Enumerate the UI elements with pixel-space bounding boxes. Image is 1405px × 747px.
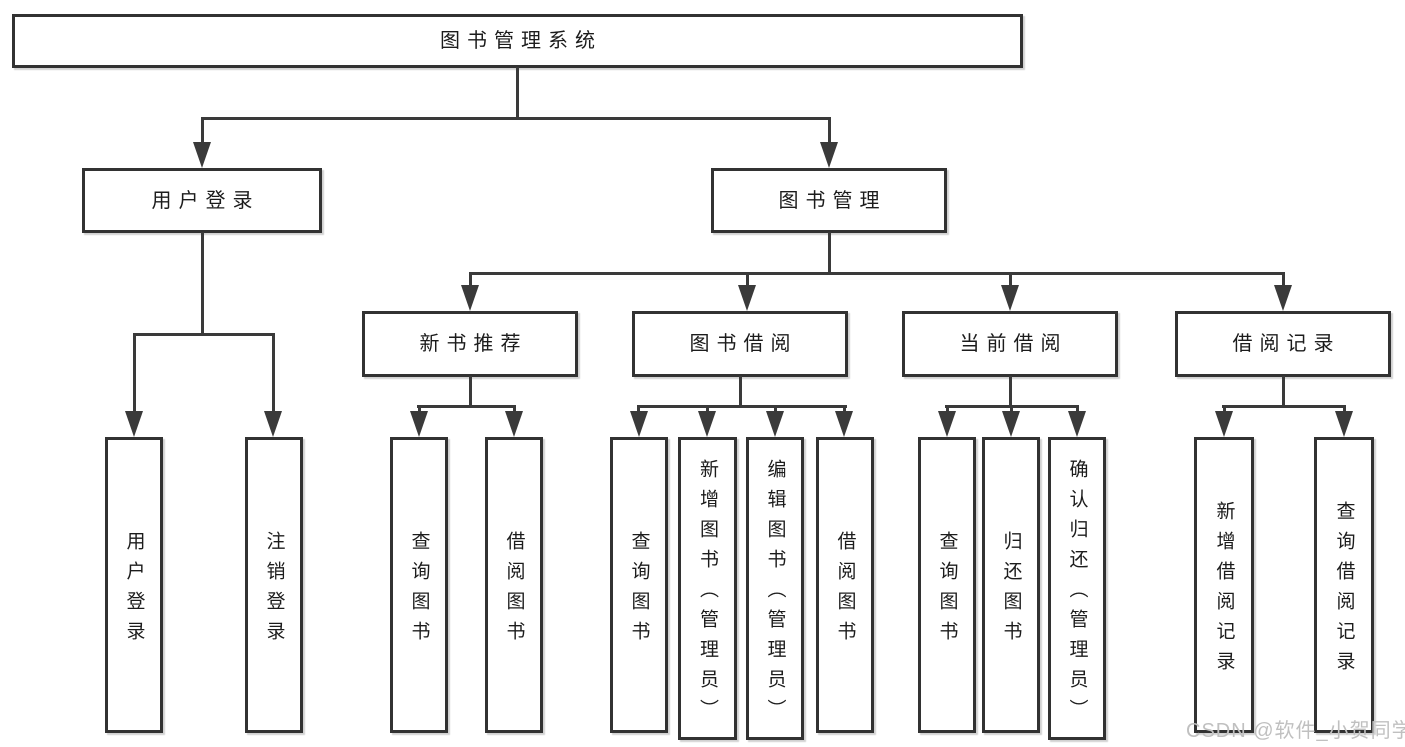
connector-line [945, 405, 1079, 408]
node-new-book-recommend: 新书推荐 [362, 311, 578, 377]
connector-line [133, 333, 275, 336]
arrowhead-icon [698, 411, 716, 437]
connector-line [1009, 274, 1012, 287]
node-root: 图书管理系统 [12, 14, 1023, 68]
connector-line [774, 407, 777, 413]
arrowhead-icon [630, 411, 648, 437]
leaf-confirm-return-admin: 确认归还（管理员） [1048, 437, 1106, 740]
node-user-login: 用户登录 [82, 168, 322, 233]
leaf-borrow-book-2-label: 借阅图书 [834, 530, 856, 651]
connector-line [417, 405, 516, 408]
connector-line [746, 274, 749, 287]
leaf-borrow-book-1: 借阅图书 [485, 437, 543, 733]
arrowhead-icon [738, 285, 756, 311]
node-root-label: 图书管理系统 [440, 30, 602, 52]
node-book-borrow-label: 图书借阅 [689, 333, 798, 355]
node-borrow-records-label: 借阅记录 [1232, 333, 1341, 355]
leaf-edit-book-admin-label: 编辑图书（管理员） [764, 459, 786, 729]
arrowhead-icon [938, 411, 956, 437]
node-user-login-label: 用户登录 [151, 189, 260, 212]
leaf-logout-label: 注销登录 [263, 530, 285, 651]
leaf-add-book-admin: 新增图书（管理员） [678, 437, 737, 740]
leaf-query-borrow-record: 查询借阅记录 [1314, 437, 1374, 733]
leaf-query-book-3: 查询图书 [918, 437, 976, 733]
leaf-query-book-1-label: 查询图书 [408, 530, 430, 651]
leaf-add-borrow-record-label: 新增借阅记录 [1213, 500, 1235, 681]
arrowhead-icon [1274, 285, 1292, 311]
connector-line [739, 376, 742, 407]
connector-line [1282, 376, 1285, 407]
leaf-borrow-book-2: 借阅图书 [816, 437, 874, 733]
node-current-borrow: 当前借阅 [902, 311, 1118, 377]
arrowhead-icon [410, 411, 428, 437]
leaf-add-book-admin-label: 新增图书（管理员） [697, 459, 718, 729]
connector-line [946, 407, 949, 413]
node-new-book-recommend-label: 新书推荐 [419, 333, 528, 355]
connector-line [828, 232, 831, 274]
connector-line [706, 407, 709, 413]
connector-line [201, 117, 831, 120]
arrowhead-icon [264, 411, 282, 437]
arrowhead-icon [193, 142, 211, 168]
connector-line [513, 407, 516, 413]
leaf-query-book-2-label: 查询图书 [628, 530, 650, 651]
arrowhead-icon [1215, 411, 1233, 437]
arrowhead-icon [1335, 411, 1353, 437]
connector-line [1223, 407, 1226, 413]
connector-line [418, 407, 421, 413]
connector-line [828, 119, 831, 145]
arrowhead-icon [461, 285, 479, 311]
leaf-return-book-label: 归还图书 [1000, 530, 1022, 651]
connector-line [1282, 274, 1285, 287]
leaf-query-book-2: 查询图书 [610, 437, 668, 733]
node-borrow-records: 借阅记录 [1175, 311, 1391, 377]
connector-line [637, 405, 847, 408]
node-book-management-label: 图书管理 [778, 189, 887, 212]
leaf-borrow-book-1-label: 借阅图书 [503, 530, 525, 651]
connector-line [1222, 405, 1346, 408]
connector-line [843, 407, 846, 413]
connector-line [469, 272, 1285, 275]
arrowhead-icon [505, 411, 523, 437]
connector-line [469, 376, 472, 407]
connector-line [1010, 407, 1013, 413]
connector-line [469, 274, 472, 287]
connector-line [201, 232, 204, 335]
connector-line [1343, 407, 1346, 413]
leaf-query-book-1: 查询图书 [390, 437, 448, 733]
arrowhead-icon [835, 411, 853, 437]
leaf-query-borrow-record-label: 查询借阅记录 [1333, 500, 1355, 681]
node-current-borrow-label: 当前借阅 [959, 333, 1068, 355]
connector-line [133, 335, 136, 413]
leaf-query-book-3-label: 查询图书 [936, 530, 958, 651]
arrowhead-icon [1001, 285, 1019, 311]
leaf-user-login: 用户登录 [105, 437, 163, 733]
connector-line [516, 67, 519, 118]
arrowhead-icon [1068, 411, 1086, 437]
connector-line [272, 335, 275, 413]
arrowhead-icon [766, 411, 784, 437]
leaf-edit-book-admin: 编辑图书（管理员） [746, 437, 804, 740]
arrowhead-icon [820, 142, 838, 168]
connector-line [1076, 407, 1079, 413]
leaf-return-book: 归还图书 [982, 437, 1040, 733]
leaf-confirm-return-admin-label: 确认归还（管理员） [1066, 459, 1088, 729]
node-book-management: 图书管理 [711, 168, 947, 233]
leaf-logout: 注销登录 [245, 437, 303, 733]
connector-line [637, 407, 640, 413]
connector-line [201, 119, 204, 145]
arrowhead-icon [1002, 411, 1020, 437]
leaf-user-login-label: 用户登录 [123, 530, 145, 651]
arrowhead-icon [125, 411, 143, 437]
leaf-add-borrow-record: 新增借阅记录 [1194, 437, 1254, 733]
connector-line [1009, 376, 1012, 407]
csdn-watermark: CSDN @软件_小贺同学 [1186, 720, 1405, 742]
node-book-borrow: 图书借阅 [632, 311, 848, 377]
